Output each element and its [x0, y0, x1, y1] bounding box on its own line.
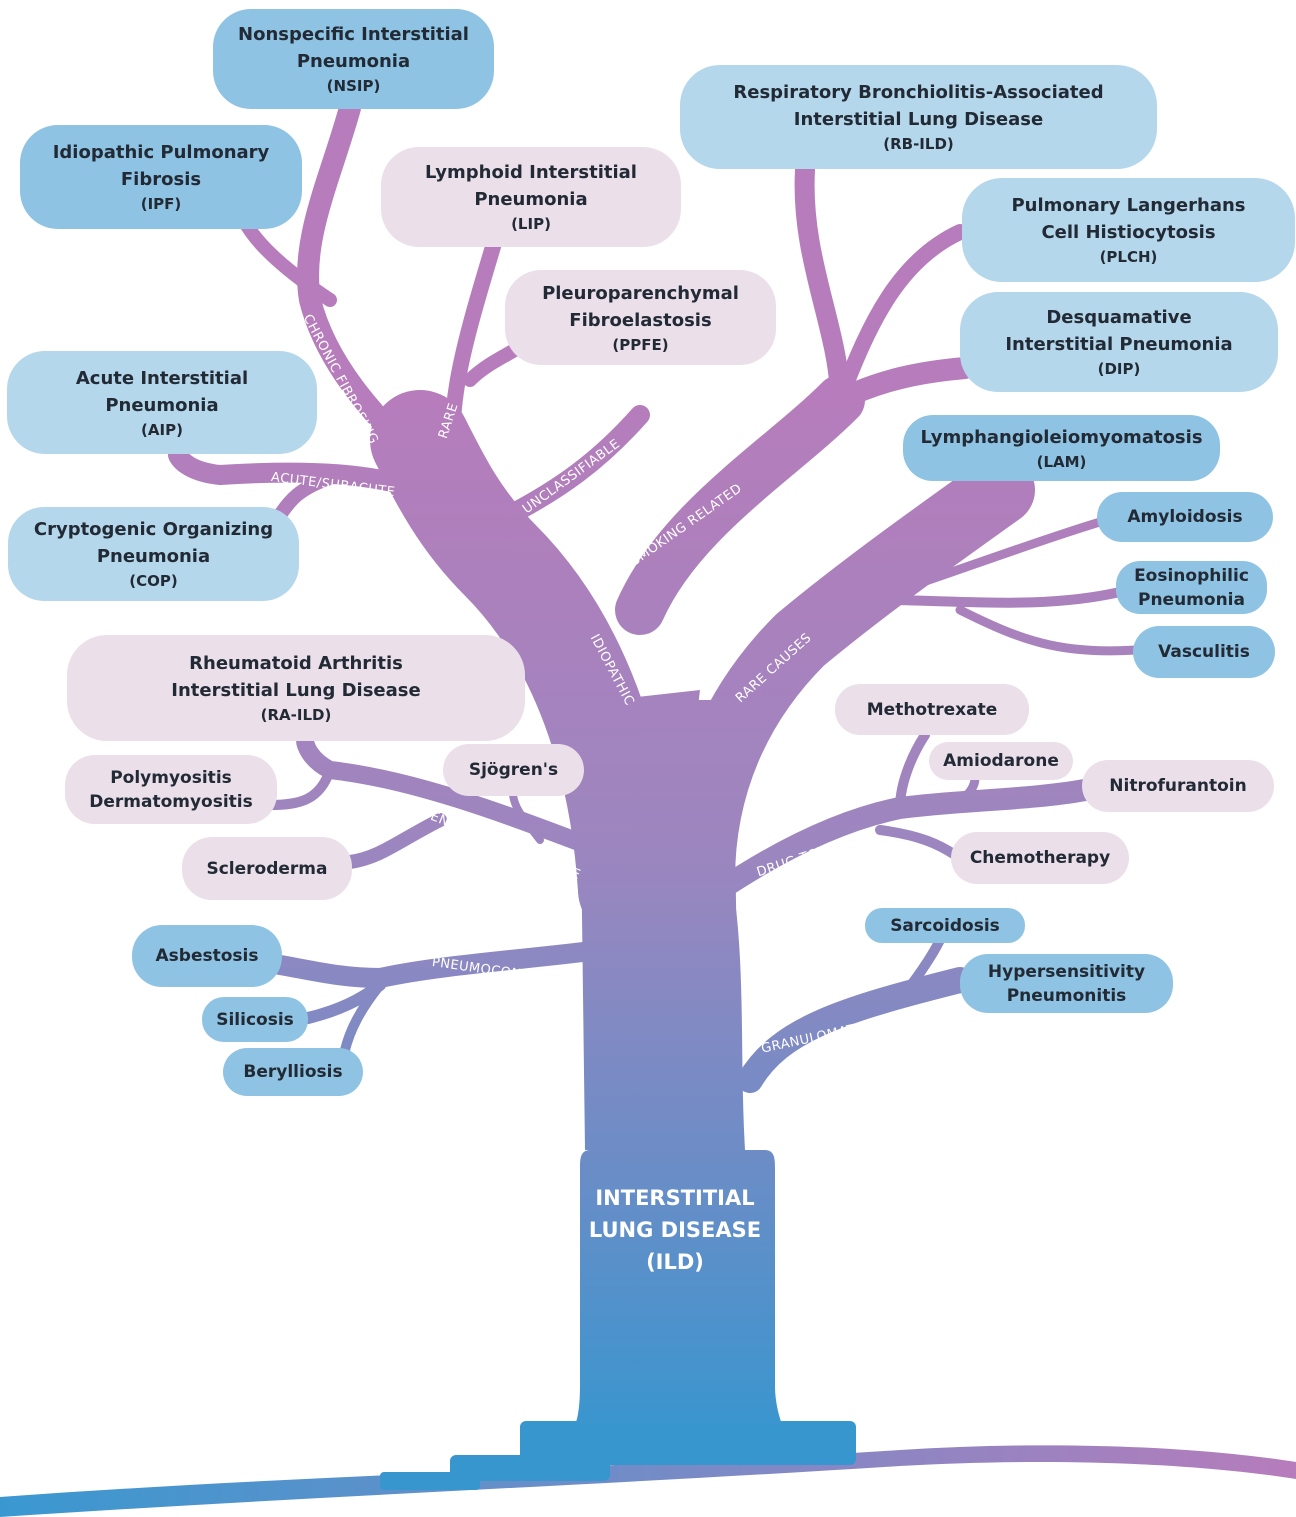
node-vasculitis-name: Vasculitis	[1158, 642, 1250, 662]
node-cop-name: Cryptogenic Organizing Pneumonia	[33, 519, 274, 567]
node-rbild-name: Respiratory Bronchiolitis-Associated Int…	[733, 82, 1104, 130]
node-amiodarone-name: Amiodarone	[943, 751, 1059, 771]
branch-smoking-related	[615, 375, 865, 635]
node-lam-abbr: (LAM)	[1036, 452, 1087, 471]
node-asbestosis-name: Asbestosis	[155, 946, 259, 966]
branch-scleroderma	[343, 813, 447, 869]
node-amiodarone: Amiodarone	[929, 742, 1073, 780]
branch-sarcoidosis	[895, 935, 945, 1005]
node-cop: Cryptogenic Organizing Pneumonia (COP)	[8, 507, 299, 601]
node-nsip-abbr: (NSIP)	[326, 77, 381, 95]
node-rbild: Respiratory Bronchiolitis-Associated Int…	[680, 65, 1157, 169]
node-raild-name: Rheumatoid Arthritis Interstitial Lung D…	[171, 653, 421, 701]
ground-wave	[0, 1445, 1296, 1517]
node-aip-name: Acute Interstitial Pneumonia	[75, 367, 249, 416]
node-raild-abbr: (RA-ILD)	[260, 706, 332, 724]
node-hp: Hypersensitivity Pneumonitis	[960, 954, 1173, 1013]
node-plch-name: Pulmonary Langerhans Cell Histiocytosis	[1011, 195, 1246, 243]
branch-dip	[829, 357, 976, 411]
branch-collagen-vascular	[296, 731, 609, 859]
branch-polymyositis	[265, 765, 335, 810]
node-eosinophilic-name: Eosinophilic Pneumonia	[1134, 565, 1249, 610]
node-scleroderma: Scleroderma	[182, 837, 352, 900]
node-ipf: Idiopathic Pulmonary Fibrosis (IPF)	[20, 125, 302, 229]
branch-acute-subacute	[168, 445, 460, 510]
node-amyloidosis-name: Amyloidosis	[1127, 507, 1243, 527]
node-polymyositis: Polymyositis Dermatomyositis	[65, 755, 277, 824]
node-eosinophilic: Eosinophilic Pneumonia	[1116, 561, 1267, 614]
node-ppfe: Pleuroparenchymal Fibroelastosis (PPFE)	[505, 270, 776, 365]
node-methotrexate-name: Methotrexate	[866, 699, 998, 720]
branch-rbild	[794, 160, 850, 410]
node-dip-abbr: (DIP)	[1097, 360, 1141, 378]
node-rbild-abbr: (RB-ILD)	[883, 135, 954, 153]
node-dip-name: Desquamative Interstitial Pneumonia	[1005, 307, 1233, 355]
branch-chronic-fibrosing	[297, 97, 451, 491]
node-dip: Desquamative Interstitial Pneumonia (DIP…	[960, 292, 1278, 392]
node-aip-abbr: (AIP)	[141, 420, 183, 439]
node-asbestosis: Asbestosis	[132, 925, 282, 987]
node-ppfe-abbr: (PPFE)	[612, 335, 669, 354]
node-ipf-name: Idiopathic Pulmonary Fibrosis	[52, 142, 270, 190]
branch-unclassifiable	[490, 405, 650, 530]
trunk-upper	[580, 700, 740, 1150]
branch-vasculitis	[955, 605, 1141, 656]
node-nsip: Nonspecific Interstitial Pneumonia (NSIP…	[213, 9, 494, 109]
node-lip-abbr: (LIP)	[511, 215, 551, 233]
branch-amyloidosis	[865, 517, 1105, 605]
node-plch: Pulmonary Langerhans Cell Histiocytosis …	[962, 178, 1295, 282]
node-nitrofurantoin-name: Nitrofurantoin	[1109, 776, 1247, 796]
node-scleroderma-name: Scleroderma	[206, 858, 328, 879]
node-polymyositis-name: Polymyositis Dermatomyositis	[89, 767, 253, 812]
node-ppfe-name: Pleuroparenchymal Fibroelastosis	[542, 282, 739, 331]
node-nsip-name: Nonspecific Interstitial Pneumonia	[238, 24, 469, 72]
node-aip: Acute Interstitial Pneumonia (AIP)	[7, 351, 317, 454]
node-methotrexate: Methotrexate	[835, 684, 1029, 735]
node-chemotherapy-name: Chemotherapy	[969, 848, 1111, 868]
branch-plch	[832, 224, 968, 408]
branch-chemotherapy	[875, 825, 960, 860]
branch-ipf	[238, 215, 337, 307]
node-berylliosis: Berylliosis	[223, 1048, 363, 1096]
node-nitrofurantoin: Nitrofurantoin	[1082, 760, 1274, 812]
node-plch-abbr: (PLCH)	[1099, 248, 1158, 266]
branch-granulomatous	[737, 967, 973, 1093]
node-sarcoidosis-name: Sarcoidosis	[890, 915, 1000, 936]
node-cop-abbr: (COP)	[129, 572, 178, 590]
node-sjogren: Sjögren's	[443, 744, 584, 796]
node-berylliosis-name: Berylliosis	[243, 1062, 343, 1082]
node-amyloidosis: Amyloidosis	[1097, 492, 1273, 542]
branch-cop	[273, 471, 337, 522]
node-silicosis: Silicosis	[202, 997, 308, 1042]
branch-sjogren	[509, 791, 544, 844]
node-raild: Rheumatoid Arthritis Interstitial Lung D…	[67, 635, 525, 741]
node-chemotherapy: Chemotherapy	[951, 832, 1129, 884]
diagram-title: INTERSTITIAL LUNG DISEASE (ILD)	[588, 1186, 762, 1274]
node-lip: Lymphoid Interstitial Pneumonia (LIP)	[381, 147, 681, 247]
branch-pneumoconioses	[270, 940, 610, 988]
node-sarcoidosis: Sarcoidosis	[865, 908, 1025, 943]
node-sjogren-name: Sjögren's	[468, 760, 559, 780]
node-lip-name: Lymphoid Interstitial Pneumonia	[425, 162, 637, 210]
node-vasculitis: Vasculitis	[1133, 626, 1275, 678]
pedestal-step-3	[520, 1421, 856, 1465]
node-hp-name: Hypersensitivity Pneumonitis	[987, 961, 1146, 1006]
node-ipf-abbr: (IPF)	[140, 195, 182, 213]
branch-eosinophilic	[875, 587, 1125, 608]
branch-rare	[444, 232, 503, 488]
branch-berylliosis	[340, 980, 385, 1055]
node-lam: Lymphangioleiomyomatosis (LAM)	[903, 415, 1220, 481]
branch-methotrexate	[895, 730, 930, 813]
node-lam-name: Lymphangioleiomyomatosis	[920, 426, 1203, 448]
node-silicosis-name: Silicosis	[216, 1009, 294, 1030]
